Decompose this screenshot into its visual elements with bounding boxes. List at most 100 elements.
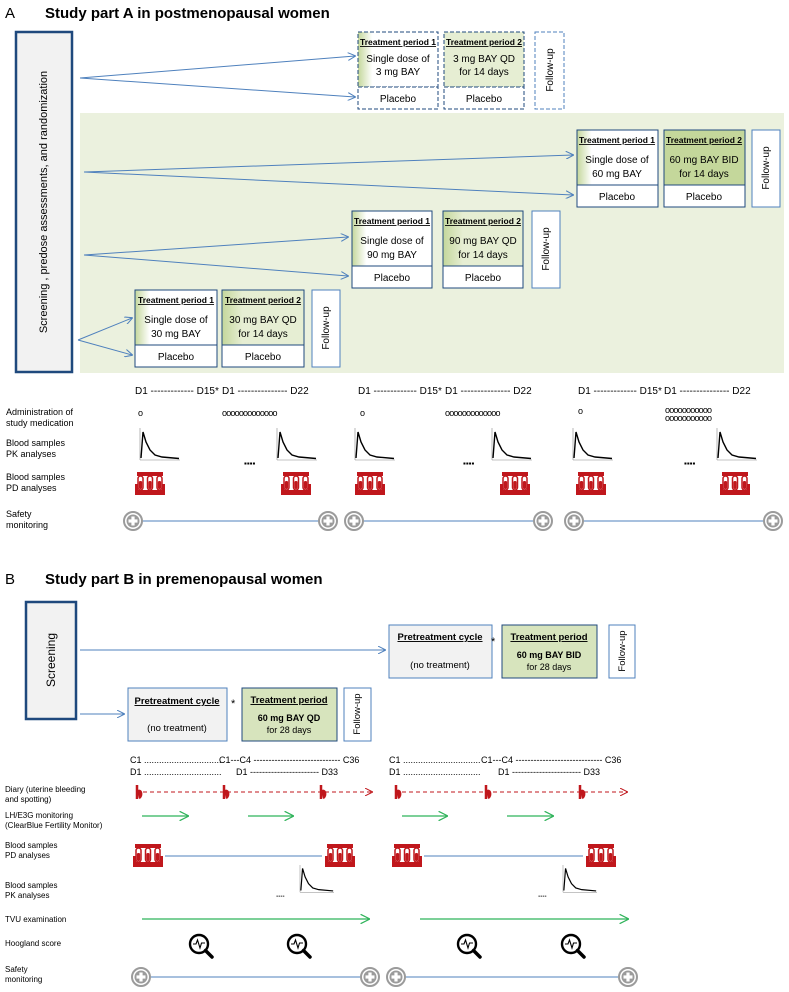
- tp2-label: Treatment period 2: [666, 135, 742, 145]
- treatment-duration: for 28 days: [267, 725, 312, 735]
- part-a-title: Study part A in postmenopausal women: [45, 5, 330, 22]
- row-label-pk: Blood samples: [6, 438, 66, 448]
- cohort-3mg: Treatment period 1 Single dose of 3 mg B…: [357, 31, 565, 110]
- blood-tube-icon: [391, 843, 423, 868]
- asterisk: *: [231, 698, 236, 710]
- screening-label-b: Screening: [44, 633, 58, 687]
- tp1-box-3mg: [357, 31, 439, 88]
- part-a-letter: A: [5, 5, 15, 22]
- row-label-diary: Diary (uterine bleeding: [5, 785, 86, 794]
- placebo-label: Placebo: [466, 94, 503, 105]
- placebo-label: Placebo: [599, 192, 636, 203]
- pretreatment-label: Pretreatment cycle: [134, 696, 219, 707]
- bid-dose-marks: ooooooooooo: [665, 405, 712, 415]
- safety-cross-icon: [344, 511, 364, 531]
- row-label-pk: Blood samples: [5, 881, 57, 890]
- bleeding-marker-icon: [484, 783, 492, 801]
- pk-curve-icon: [354, 427, 396, 461]
- followup-box: [311, 289, 341, 368]
- multi-dose-marks: ooooooooooooo: [445, 408, 500, 418]
- tp1-box-60mg: [576, 129, 659, 186]
- day-label: D1 ...............................: [130, 767, 222, 777]
- predose-dots: ▪▪▪▪: [463, 459, 475, 468]
- tp2-box-30mg: [221, 289, 305, 346]
- no-treatment-label: (no treatment): [147, 723, 207, 734]
- day-range-single: D1 ------------- D15*: [135, 386, 219, 397]
- predose-sample-dots: ▪▪▪▪ ▪▪▪▪ ▪▪▪▪: [244, 459, 696, 468]
- row-label-hoogland: Hoogland score: [5, 939, 62, 948]
- md-duration: for 14 days: [458, 250, 507, 261]
- safety-cross-icon: [386, 967, 406, 987]
- row-label-admin: Administration of: [6, 407, 74, 417]
- followup-label: Follow-up: [617, 630, 628, 671]
- asterisk: *: [491, 636, 496, 648]
- row-label-tvu: TVU examination: [5, 915, 66, 924]
- followup-box: [608, 624, 636, 679]
- pd-row-b: [132, 843, 617, 868]
- single-dose-mark: o: [360, 408, 365, 418]
- upper-arm: Pretreatment cycle (no treatment) * Trea…: [388, 624, 636, 679]
- sd-dose: 90 mg BAY: [367, 250, 417, 261]
- sd-text: Single dose of: [366, 54, 430, 65]
- placebo-box: [443, 86, 525, 110]
- md-duration: for 14 days: [459, 67, 508, 78]
- cohort-30mg: Treatment period 1 Single dose of 30 mg …: [134, 289, 341, 368]
- cohort-60mg: Treatment period 1 Single dose of 60 mg …: [576, 129, 781, 208]
- blood-tube-icon: [719, 471, 751, 496]
- bleeding-marker-icon: [394, 783, 402, 801]
- pk-curve-icon: [299, 864, 335, 893]
- safety-monitoring-a: [123, 511, 783, 531]
- followup-label: Follow-up: [352, 693, 363, 734]
- followup-label: Follow-up: [321, 306, 332, 350]
- blood-tube-icon: [354, 471, 386, 496]
- cohort-90mg: Treatment period 1 Single dose of 90 mg …: [351, 210, 561, 289]
- row-label-admin-2: study medication: [6, 418, 74, 428]
- row-label-pd: Blood samples: [5, 841, 57, 850]
- cycle-day-labels-b: C1 ............................... D1 ..…: [130, 755, 621, 777]
- screening-box-b: [24, 600, 78, 721]
- followup-box: [534, 31, 565, 110]
- followup-box: [343, 687, 372, 742]
- pretreatment-box: [388, 624, 493, 679]
- md-dose: 30 mg BAY QD: [229, 315, 296, 326]
- sd-text: Single dose of: [585, 155, 649, 166]
- treatment-box-bid: [501, 624, 598, 679]
- pk-curve-icon: [562, 864, 598, 893]
- row-label-safety: Safety: [6, 509, 32, 519]
- sd-dose: 60 mg BAY: [592, 169, 642, 180]
- pk-curve-icon: [716, 427, 758, 461]
- predose-dots: ▪▪▪▪: [276, 894, 285, 900]
- cycle-range: C1---C4 ----------------------------- C3…: [481, 755, 621, 765]
- row-label-pd: Blood samples: [6, 472, 66, 482]
- placebo-box: [357, 86, 439, 110]
- followup-label: Follow-up: [545, 48, 556, 92]
- bleeding-marker-icon: [319, 783, 327, 801]
- placebo-box: [663, 184, 746, 208]
- magnifier-icon: [560, 933, 586, 959]
- day-range-multi: D1 --------------- D22: [222, 386, 309, 397]
- row-label-safety-2: monitoring: [5, 975, 42, 984]
- no-treatment-label: (no treatment): [410, 660, 470, 671]
- md-duration: for 14 days: [238, 329, 287, 340]
- followup-label: Follow-up: [541, 227, 552, 271]
- followup-box: [531, 210, 561, 289]
- placebo-box: [351, 265, 433, 289]
- safety-cross-icon: [360, 967, 380, 987]
- tp1-label: Treatment period 1: [138, 295, 214, 305]
- pk-curve-icon: [139, 427, 181, 461]
- placebo-label: Placebo: [374, 273, 411, 284]
- part-b-letter: B: [5, 571, 15, 588]
- blood-tube-icon: [585, 843, 617, 868]
- placebo-box: [134, 344, 218, 368]
- row-labels-b: Diary (uterine bleeding and spotting) LH…: [5, 785, 103, 984]
- magnifier-icon: [286, 933, 312, 959]
- day-range-multi: D1 --------------- D22: [445, 386, 532, 397]
- part-b-title: Study part B in premenopausal women: [45, 571, 323, 588]
- day-range: D1 ----------------------- D33: [236, 767, 338, 777]
- timeline-day-labels-a: D1 ------------- D15* D1 ---------------…: [135, 386, 751, 397]
- pretreatment-box: [127, 687, 228, 742]
- treatment-dose: 60 mg BAY BID: [517, 650, 582, 660]
- predose-dots: ▪▪▪▪: [538, 894, 547, 900]
- cycle-range: C1---C4 ----------------------------- C3…: [219, 755, 359, 765]
- cycle-label: C1 ...............................: [389, 755, 481, 765]
